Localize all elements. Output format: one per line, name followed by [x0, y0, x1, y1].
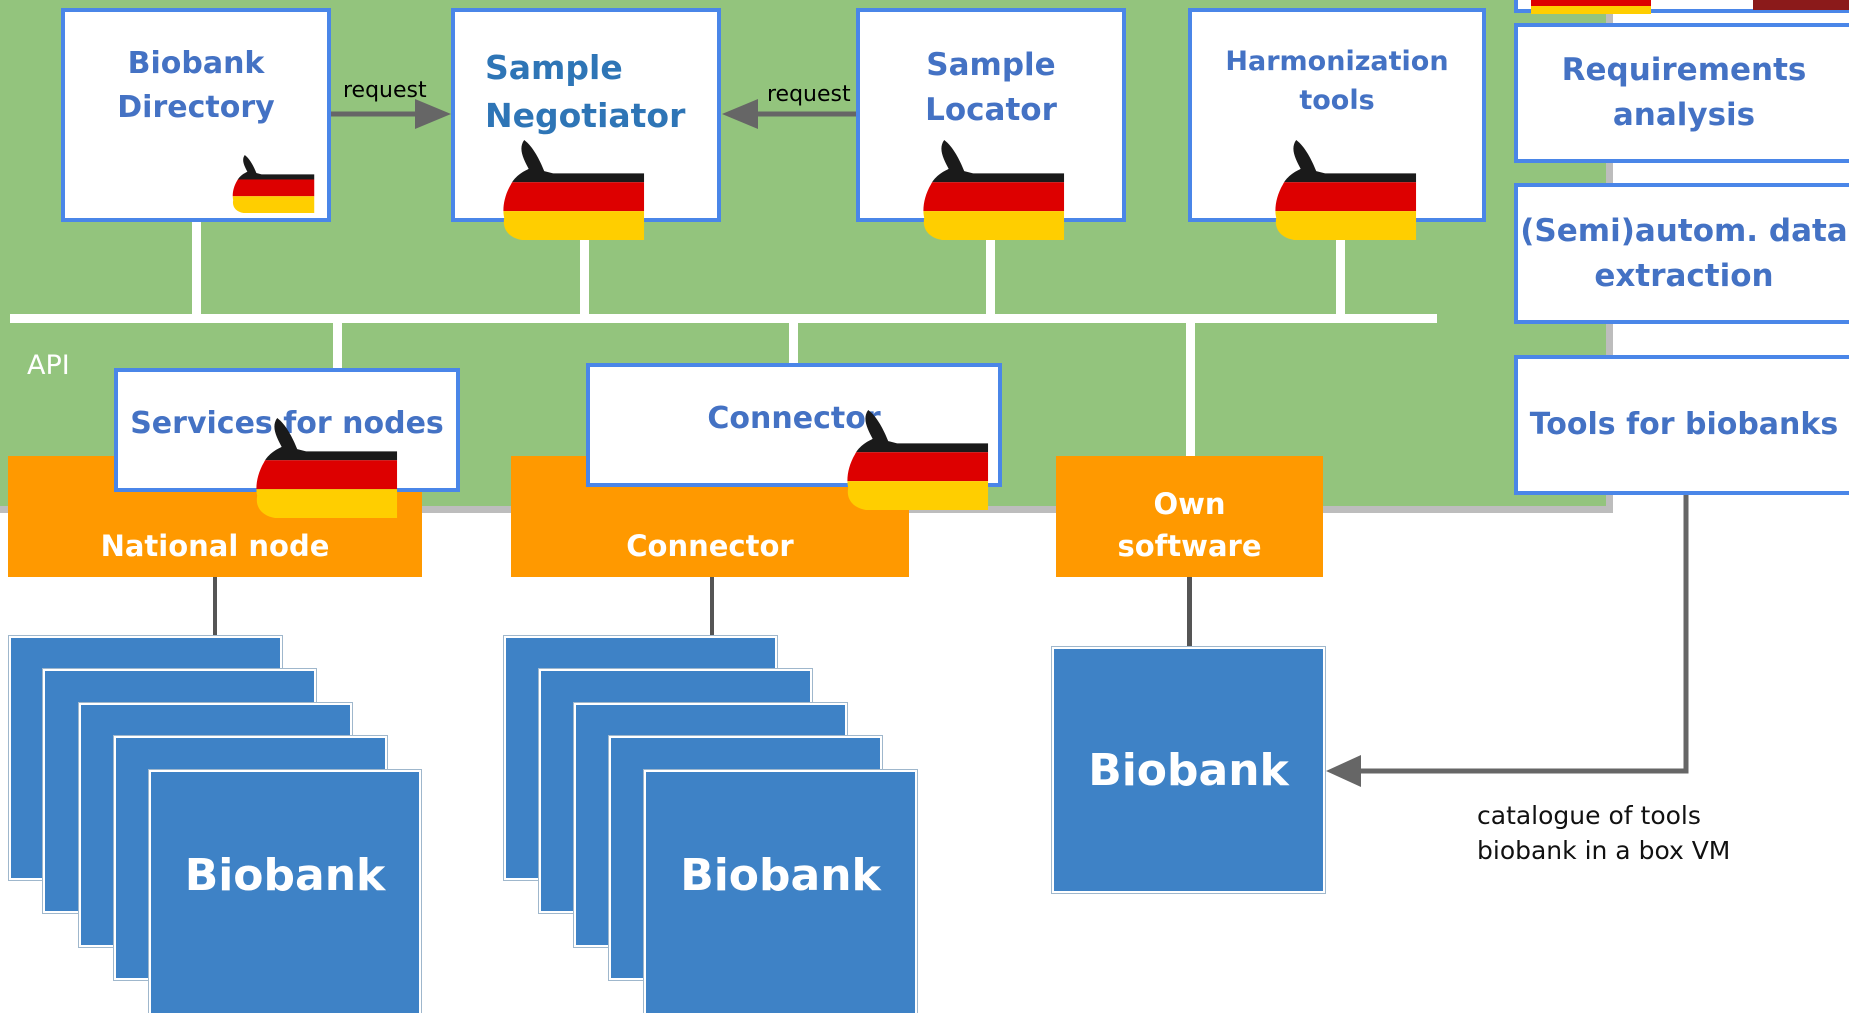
sample-locator-line1: Sample — [926, 47, 1056, 83]
biobank-left-label: Biobank — [184, 849, 386, 901]
requirements-analysis-box[interactable]: Requirements analysis — [1514, 23, 1849, 163]
tools-for-biobanks-box[interactable]: Tools for biobanks — [1514, 355, 1849, 495]
data-extraction-box[interactable]: (Semi)autom. data extraction — [1514, 183, 1849, 324]
sample-locator-box[interactable]: Sample Locator — [856, 8, 1126, 222]
biobank-right[interactable]: Biobank — [1051, 646, 1326, 894]
thumbs-up-german-flag-icon — [256, 418, 398, 518]
thumbs-up-german-flag-icon — [1531, 0, 1651, 14]
services-link-line — [333, 318, 342, 370]
sample-negotiator-line2: Negotiator — [485, 95, 686, 135]
extraction-line1: (Semi)autom. — [1520, 212, 1759, 249]
harmonization-tools-line1: Harmonization — [1225, 46, 1449, 77]
harmonization-link-line — [1336, 225, 1345, 318]
cropped-photo-fragment — [1753, 0, 1849, 10]
biobank-directory-line2: Directory — [117, 89, 275, 125]
own-software-line2: software — [1117, 528, 1262, 563]
own-software-stem — [1187, 577, 1192, 650]
sample-negotiator-line1: Sample — [485, 48, 623, 87]
requirements-line2: analysis — [1612, 97, 1756, 133]
own-software-link-line — [1186, 318, 1195, 458]
thumbs-up-german-flag-icon — [503, 140, 645, 240]
biobank-left-front[interactable]: Biobank — [148, 769, 422, 1013]
sample-locator-line2: Locator — [925, 91, 1057, 128]
connector-node-label: Connector — [626, 528, 794, 563]
own-software-box[interactable]: Own software — [1056, 456, 1323, 577]
connector-service-label: Connector — [707, 401, 881, 436]
requirements-line1: Requirements — [1561, 52, 1807, 89]
biobank-mid-label: Biobank — [680, 849, 881, 901]
tools-to-biobank-arrow — [1326, 495, 1689, 787]
locator-link-line — [986, 225, 995, 318]
negotiator-link-line — [580, 225, 589, 318]
catalogue-line1: catalogue of tools — [1477, 801, 1701, 830]
thumbs-up-german-flag-icon — [923, 140, 1065, 240]
own-software-line1: Own — [1153, 486, 1226, 521]
thumbs-up-german-flag-icon — [847, 410, 989, 510]
extraction-line2: data extraction — [1594, 212, 1848, 294]
directory-link-line — [192, 220, 201, 318]
request-arrow-right — [722, 99, 856, 129]
harmonization-tools-line2: tools — [1299, 85, 1375, 117]
connector-link-line — [789, 318, 798, 365]
request-label-left: request — [343, 78, 427, 103]
national-node-label: National node — [100, 528, 330, 563]
api-label: API — [27, 350, 70, 381]
biobank-mid-front[interactable]: Biobank — [643, 769, 918, 1013]
biobank-directory-line1: Biobank — [127, 46, 265, 81]
catalogue-line2: biobank in a box VM — [1477, 836, 1731, 865]
api-bus-line — [10, 314, 1437, 323]
thumbs-up-german-flag-icon — [1275, 140, 1417, 240]
request-arrow-left — [331, 99, 451, 129]
biobank-right-label: Biobank — [1088, 744, 1289, 796]
thumbs-up-german-flag-icon — [232, 155, 315, 213]
catalogue-caption: catalogue of tools biobank in a box VM — [1477, 798, 1730, 868]
tools-for-biobanks-label: Tools for biobanks — [1529, 407, 1839, 443]
request-label-right: request — [767, 82, 851, 107]
